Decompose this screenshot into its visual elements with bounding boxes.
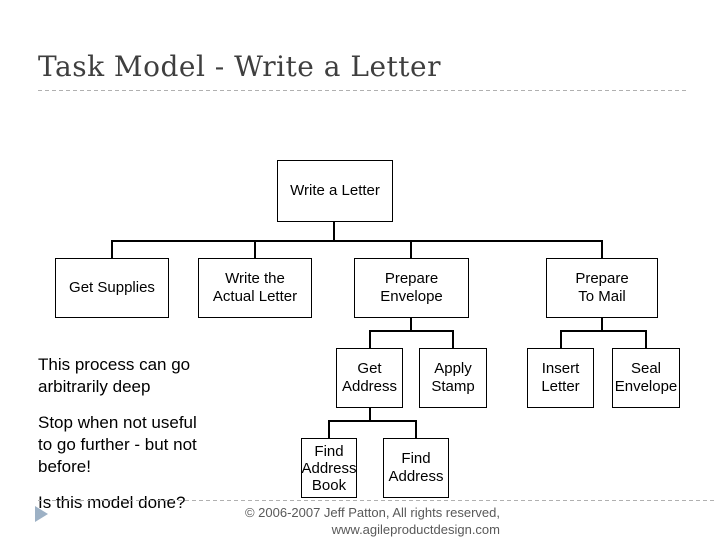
footer-divider [38, 500, 716, 501]
node-insert-letter: Insert Letter [527, 348, 594, 408]
footer-copyright: © 2006-2007 Jeff Patton, All rights rese… [244, 505, 500, 520]
connector-drop-prepare-envelope [410, 240, 412, 258]
connector-bus-prepare-to-mail [560, 330, 647, 332]
node-apply-stamp: Apply Stamp [419, 348, 487, 408]
note-process-depth: This process can go arbitrarily deep [38, 355, 191, 396]
connector-stem-get-address [369, 408, 371, 421]
node-prepare-to-mail: Prepare To Mail [546, 258, 658, 318]
node-get-supplies: Get Supplies [55, 258, 169, 318]
connector-drop-get-supplies [111, 240, 113, 258]
node-prepare-envelope: Prepare Envelope [354, 258, 469, 318]
connector-drop-find-address-book [328, 420, 330, 438]
connector-drop-prepare-to-mail [601, 240, 603, 258]
connector-drop-insert-letter [560, 330, 562, 348]
connector-stem-prepare-to-mail [601, 318, 603, 331]
footer: © 2006-2007 Jeff Patton, All rights rese… [200, 504, 500, 538]
node-get-address: Get Address [336, 348, 403, 408]
connector-drop-find-address [415, 420, 417, 438]
footer-website: www.agileproductdesign.com [331, 522, 500, 537]
node-find-address-book: Find Address Book [301, 438, 357, 498]
annotation-notes: This process can go arbitrarily deep Sto… [38, 354, 253, 528]
title-divider [38, 90, 688, 91]
slide-title: Task Model - Write a Letter [38, 50, 441, 83]
node-find-address: Find Address [383, 438, 449, 498]
note-stop-when: Stop when not useful to go further - but… [38, 413, 197, 476]
connector-drop-apply-stamp [452, 330, 454, 348]
connector-bus-get-address [328, 420, 417, 422]
node-write-the-actual-letter: Write the Actual Letter [198, 258, 312, 318]
connector-stem-prepare-envelope [410, 318, 412, 331]
connector-drop-write-actual-letter [254, 240, 256, 258]
slide-accent-triangle-icon [35, 506, 48, 522]
connector-bus-prepare-envelope [369, 330, 453, 332]
node-seal-envelope: Seal Envelope [612, 348, 680, 408]
connector-bus-level1 [111, 240, 602, 242]
node-write-a-letter: Write a Letter [277, 160, 393, 222]
connector-drop-seal-envelope [645, 330, 647, 348]
connector-drop-get-address [369, 330, 371, 348]
connector-root-stem [333, 222, 335, 241]
